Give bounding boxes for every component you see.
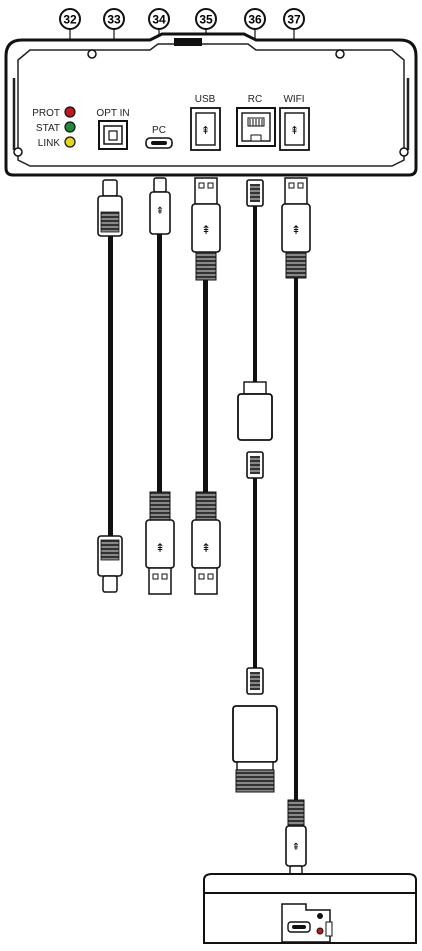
usb-symbol-icon: ⇞ [290,125,299,137]
usb-extension-cable: ⇞ ⇞ [191,177,221,595]
pc-label: PC [152,125,166,136]
svg-text:37: 37 [287,13,301,27]
wifi-cable: ⇞ ⇞ [281,177,311,881]
led-label-stat: STAT [36,123,60,134]
led-label-link: LINK [38,138,61,149]
pc-usb-cable: ⇞ ⇞ [145,177,175,595]
svg-text:35: 35 [199,13,213,27]
pc-micro-usb-port [145,137,173,149]
usb-symbol-icon: ⇞ [201,541,211,555]
opt-in-label: OPT IN [96,108,129,119]
svg-text:34: 34 [152,13,166,27]
rc-label: RC [248,94,262,105]
usb-symbol-icon: ⇞ [201,125,210,137]
usb-port: ⇞ [190,107,221,151]
wifi-label: WIFI [283,94,304,105]
usb-label: USB [195,94,216,105]
usb-symbol-icon: ⇞ [155,541,165,555]
module-led [317,913,323,919]
usb-symbol-icon: ⇞ [201,223,211,237]
module-status-led [316,927,324,935]
panel-screws [13,49,409,157]
cooling-fins [12,78,410,150]
amplifier-panel: PROT STAT LINK OPT IN PC USB ⇞ RC [4,32,418,177]
usb-symbol-icon: ⇞ [292,842,300,853]
housing-tab [174,38,202,46]
usb-symbol-icon: ⇞ [156,206,164,217]
callout-36: 36 [244,8,266,92]
stat-led [64,121,76,133]
svg-text:33: 33 [107,13,121,27]
optical-cable [97,179,123,593]
link-led [64,136,76,148]
rc-cable [232,179,278,793]
usb-symbol-icon: ⇞ [291,223,301,237]
prot-led [64,106,76,118]
rc-rj-port [236,107,276,147]
led-label-prot: PROT [32,108,60,119]
remote-control-knob [232,705,278,793]
module-switch [325,921,333,937]
wifi-module [203,873,417,944]
svg-text:32: 32 [63,13,77,27]
optical-input-port [98,120,128,150]
svg-text:36: 36 [248,13,262,27]
wifi-usb-port: ⇞ [279,107,310,151]
